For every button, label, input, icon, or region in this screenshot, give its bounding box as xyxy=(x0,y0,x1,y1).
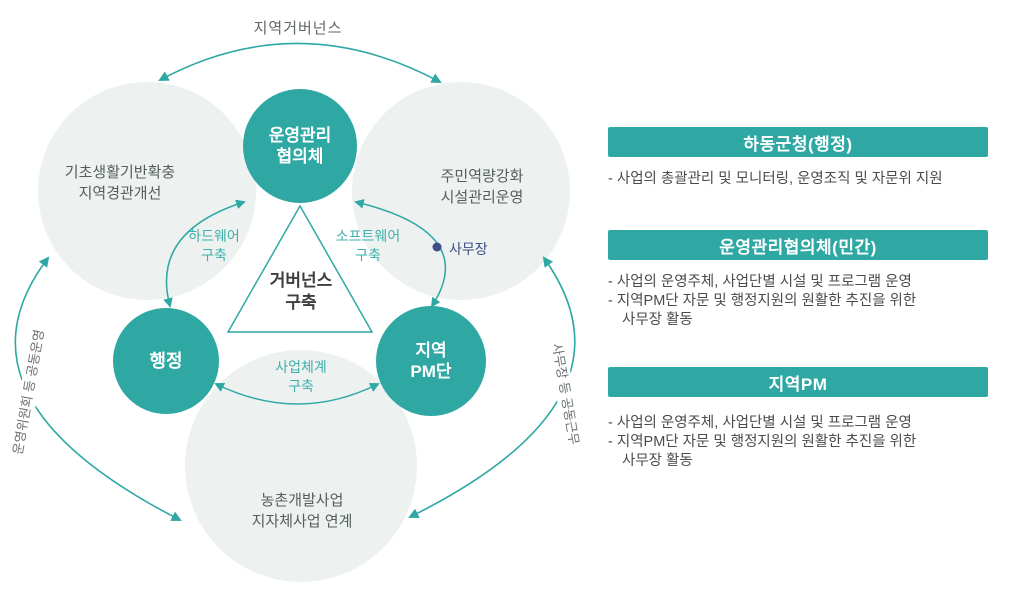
info-panel: 하동군청(행정) - 사업의 총괄관리 및 모니터링, 운영조직 및 자문위 지… xyxy=(608,0,988,599)
edge-label-business-system: 사업체계 구축 xyxy=(275,359,327,394)
node-operation-council-label: 운영관리 협의체 xyxy=(268,125,332,166)
bullet-line-continuation: 사무장 활동 xyxy=(622,312,693,328)
bullet-line: - 지역PM단 자문 및 행정지원의 원활한 추진을 위한 xyxy=(608,293,917,309)
bullet-line: - 사업의 운영주체, 사업단별 시설 및 프로그램 운영 xyxy=(608,274,912,290)
samujang-label: 사무장 xyxy=(449,241,488,257)
node-administration-label: 행정 xyxy=(149,350,183,371)
pale-label-top-right: 주민역량강화 시설관리운영 xyxy=(440,168,524,206)
governance-diagram: 기초생활기반확충 지역경관개선 주민역량강화 시설관리운영 농촌개발사업 지자체… xyxy=(5,20,589,582)
section-local-pm: 지역PM - 사업의 운영주체, 사업단별 시설 및 프로그램 운영 - 지역P… xyxy=(608,367,988,471)
pale-label-bottom: 농촌개발사업 지자체사업 연계 xyxy=(251,492,353,530)
arc-top-arrow xyxy=(158,42,442,83)
section-title-hadong: 하동군청(행정) xyxy=(608,127,988,157)
edge-label-software: 소프트웨어 구축 xyxy=(335,228,401,263)
section-body-local-pm: - 사업의 운영주체, 사업단별 시설 및 프로그램 운영 - 지역PM단 자문… xyxy=(608,414,988,471)
bullet-line: - 사업의 운영주체, 사업단별 시설 및 프로그램 운영 xyxy=(608,415,912,431)
section-operation-council: 운영관리협의체(민간) - 사업의 운영주체, 사업단별 시설 및 프로그램 운… xyxy=(608,230,988,330)
node-operation-council: 운영관리 협의체 xyxy=(243,89,357,203)
arc-label-right: 사무장 등 공동근무 xyxy=(541,308,589,480)
node-local-pm-label: 지역 PM단 xyxy=(410,340,452,381)
section-body-hadong: - 사업의 총괄관리 및 모니터링, 운영조직 및 자문위 지원 xyxy=(608,170,988,189)
edge-label-hardware: 하드웨어 구축 xyxy=(188,228,240,263)
bullet-line: - 사업의 총괄관리 및 모니터링, 운영조직 및 자문위 지원 xyxy=(608,171,943,187)
arc-label-top: 지역거버넌스 xyxy=(253,20,343,37)
pale-label-top-left: 기초생활기반확충 지역경관개선 xyxy=(64,164,176,202)
section-hadong-gun: 하동군청(행정) - 사업의 총괄관리 및 모니터링, 운영조직 및 자문위 지… xyxy=(608,127,988,189)
arc-label-left: 운영위원회 등 공동운영 xyxy=(5,306,53,478)
bullet-line-continuation: 사무장 활동 xyxy=(622,453,693,469)
section-title-local-pm: 지역PM xyxy=(608,367,988,397)
node-local-pm: 지역 PM단 xyxy=(376,306,486,416)
bullet-line: - 지역PM단 자문 및 행정지원의 원활한 추진을 위한 xyxy=(608,434,917,450)
section-body-operation-council: - 사업의 운영주체, 사업단별 시설 및 프로그램 운영 - 지역PM단 자문… xyxy=(608,273,988,330)
node-administration: 행정 xyxy=(113,308,219,414)
governance-center-label: 거버넌스 구축 xyxy=(269,271,333,313)
section-title-operation-council: 운영관리협의체(민간) xyxy=(608,230,988,260)
